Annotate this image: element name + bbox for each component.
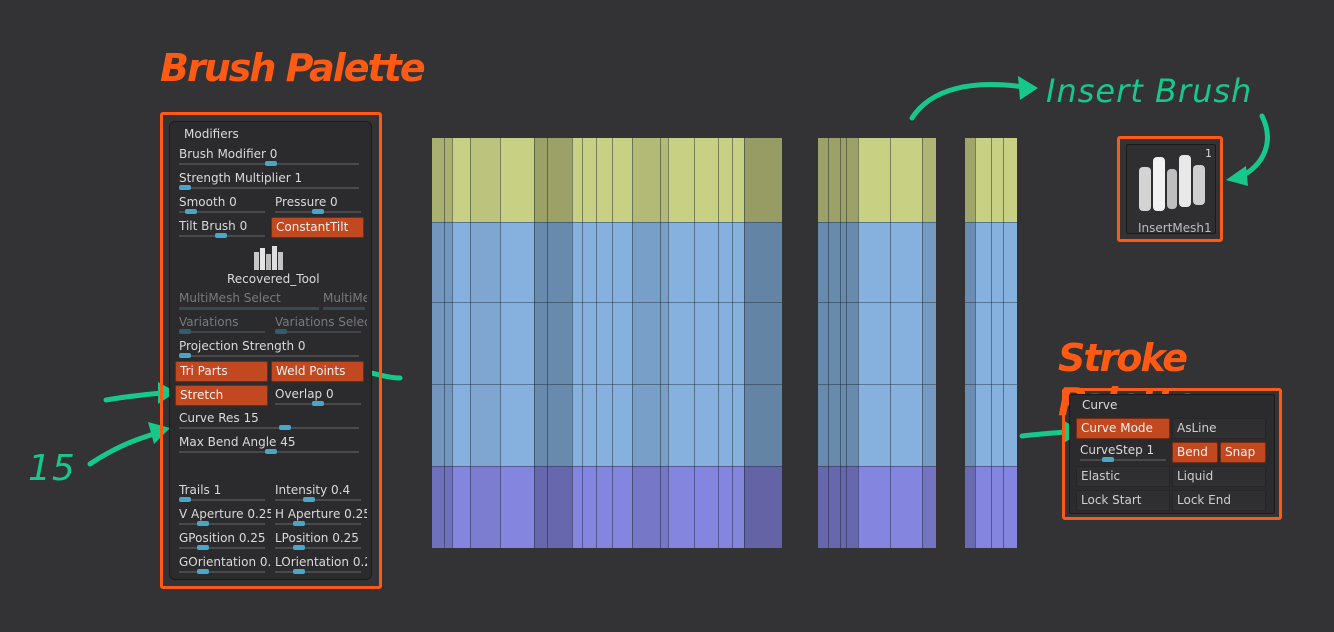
overlap-slider[interactable] [275, 401, 361, 406]
slider-knob[interactable] [197, 521, 209, 526]
gorientation-slider-label: GOrientation 0.2 [179, 555, 271, 569]
intensity-slider[interactable] [275, 497, 361, 502]
variations-slider[interactable] [179, 329, 265, 334]
stroke-palette-panel: Curve Curve Mode AsLine CurveStep 1 Bend… [1069, 394, 1275, 514]
curve-header[interactable]: Curve [1082, 398, 1118, 412]
lorientation-slider[interactable] [275, 569, 361, 574]
slider-knob[interactable] [275, 329, 287, 334]
brush-palette-annotation: Brush Palette [160, 46, 426, 90]
slider-knob[interactable] [197, 545, 209, 550]
multimesh-select-label: MultiMesh Select [179, 291, 281, 305]
snap-button[interactable]: Snap [1220, 442, 1266, 463]
lorientation-slider-label: LOrientation 0.2 [275, 555, 367, 569]
slider-knob[interactable] [179, 185, 191, 190]
insert-brush-annotation: Insert Brush [1046, 72, 1253, 110]
brush-modifier-slider-label: Brush Modifier 0 [179, 147, 278, 161]
max-bend-angle-slider-label: Max Bend Angle 45 [179, 435, 296, 449]
trails-slider-label: Trails 1 [179, 483, 222, 497]
pressure-slider[interactable] [275, 209, 361, 214]
max-bend-angle-slider[interactable] [179, 449, 359, 454]
elastic-button[interactable]: Elastic [1076, 466, 1170, 487]
mesh-strip-right[interactable] [965, 138, 1017, 548]
lock-start-button[interactable]: Lock Start [1076, 490, 1170, 511]
h-aperture-slider[interactable] [275, 521, 361, 526]
slider-knob[interactable] [179, 329, 191, 334]
h-aperture-slider-label: H Aperture 0.25 [275, 507, 367, 521]
slider-knob[interactable] [293, 545, 305, 550]
lock-end-button[interactable]: Lock End [1172, 490, 1266, 511]
brush-modifier-slider[interactable] [179, 161, 359, 166]
constant-tilt-button[interactable]: ConstantTilt [271, 217, 364, 238]
insert-mesh-count: 1 [1205, 147, 1212, 160]
insert-mesh-name: InsertMesh1 [1138, 221, 1212, 235]
insert-mesh-brush-tile[interactable]: 1 InsertMesh1 [1126, 144, 1216, 235]
recovered-tool-thumbnail-icon [254, 246, 283, 270]
multimesh-select-slider[interactable] [179, 307, 319, 310]
lposition-slider[interactable] [275, 545, 361, 550]
slider-knob[interactable] [303, 497, 315, 502]
v-aperture-slider[interactable] [179, 521, 265, 526]
curve-mode-button[interactable]: Curve Mode [1076, 418, 1170, 439]
tri-parts-button[interactable]: Tri Parts [175, 361, 268, 382]
curve-res-annotation: 15 [28, 448, 76, 489]
slider-knob[interactable] [179, 353, 191, 358]
curvestep-slider-label: CurveStep 1 [1080, 443, 1155, 457]
strength-multiplier-slider-label: Strength Multiplier 1 [179, 171, 303, 185]
stretch-button[interactable]: Stretch [175, 385, 268, 406]
slider-knob[interactable] [279, 425, 291, 430]
variations-select-slider[interactable] [275, 329, 361, 334]
slider-knob[interactable] [312, 401, 324, 406]
slider-knob[interactable] [197, 569, 209, 574]
insert-mesh-thumbnail-icon [1139, 155, 1205, 211]
mesh-strip-middle[interactable] [818, 138, 936, 548]
slider-knob[interactable] [185, 209, 197, 214]
slider-knob[interactable] [215, 233, 227, 238]
strength-multiplier-slider[interactable] [179, 185, 359, 190]
multimesh-short-slider[interactable] [323, 307, 365, 310]
modifiers-header[interactable]: Modifiers [184, 127, 239, 141]
v-aperture-slider-label: V Aperture 0.25 [179, 507, 271, 521]
slider-knob[interactable] [265, 161, 277, 166]
weld-points-button[interactable]: Weld Points [271, 361, 364, 382]
insert-mesh-frame [1117, 136, 1223, 242]
variations-select-label: Variations Selec [275, 315, 367, 329]
bend-button[interactable]: Bend [1172, 442, 1218, 463]
lposition-slider-label: LPosition 0.25 [275, 531, 359, 545]
brush-palette-panel: Modifiers Brush Modifier 0 Strength Mult… [169, 121, 372, 580]
slider-knob[interactable] [293, 521, 305, 526]
recovered-tool-name: Recovered_Tool [227, 272, 320, 286]
variations-label: Variations [179, 315, 239, 329]
tilt-brush-slider[interactable] [179, 233, 265, 238]
gorientation-slider[interactable] [179, 569, 265, 574]
multimesh-short-label: MultiMe [323, 291, 367, 305]
projection-strength-slider-label: Projection Strength 0 [179, 339, 306, 353]
slider-knob[interactable] [1102, 457, 1114, 462]
overlap-slider-label: Overlap 0 [275, 387, 334, 401]
slider-knob[interactable] [265, 449, 277, 454]
intensity-slider-label: Intensity 0.4 [275, 483, 351, 497]
tilt-brush-slider-label: Tilt Brush 0 [179, 219, 248, 233]
trails-slider[interactable] [179, 497, 265, 502]
curvestep-slider[interactable] [1080, 457, 1166, 462]
pressure-slider-label: Pressure 0 [275, 195, 338, 209]
asline-button[interactable]: AsLine [1172, 418, 1266, 439]
curve-res-slider[interactable] [179, 425, 359, 430]
stroke-palette-frame [1062, 388, 1282, 520]
curve-res-arrow-icon [87, 422, 170, 467]
slider-knob[interactable] [293, 569, 305, 574]
gposition-slider[interactable] [179, 545, 265, 550]
mesh-strip-main[interactable] [432, 138, 782, 548]
slider-knob[interactable] [312, 209, 324, 214]
brush-palette-frame [160, 112, 382, 589]
liquid-button[interactable]: Liquid [1172, 466, 1266, 487]
insert-mesh-arrow-icon [1226, 113, 1270, 186]
smooth-slider[interactable] [179, 209, 265, 214]
insert-brush-arrow-icon [909, 76, 1038, 121]
curve-res-slider-label: Curve Res 15 [179, 411, 259, 425]
slider-knob[interactable] [179, 497, 191, 502]
smooth-slider-label: Smooth 0 [179, 195, 237, 209]
projection-strength-slider[interactable] [179, 353, 359, 358]
gposition-slider-label: GPosition 0.25 [179, 531, 266, 545]
